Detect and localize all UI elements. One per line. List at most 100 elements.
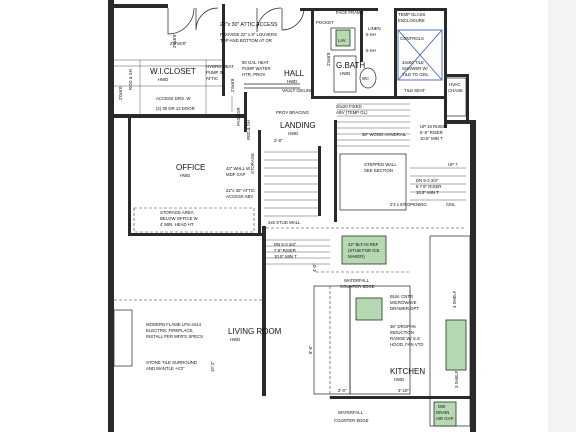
stairs-right [410, 167, 466, 201]
note-up-7: UP 7 [448, 162, 458, 167]
note-range-4: HOOD, FAN VTD [390, 342, 423, 347]
note-closet-door: 2'8"x6'8" [170, 41, 187, 46]
room-office-floor: HWD [180, 173, 190, 178]
note-fireplace-1: MODERN FLAME LPS-4414 [146, 322, 202, 327]
note-dim-2x68: 2'6x6'8 [230, 78, 235, 92]
annotations: 22"x 30" ATTIC ACCESS PROVIDE 22" x 8" L… [118, 10, 463, 423]
note-attic-access: 22"x 30" ATTIC ACCESS [220, 22, 278, 28]
note-waterfall-b2: COUNTER EDGE [334, 418, 369, 423]
note-ceil: CEIL [446, 202, 456, 207]
note-bi-ref-1: 42" BLT-IN REF [348, 242, 379, 247]
note-bi-ref-3: MAKER) [348, 254, 365, 259]
note-stone-2: AND MANTLE +4'2" [146, 366, 185, 371]
note-microwave-2: MICROWAVE [390, 300, 417, 305]
range-fixture [445, 319, 467, 371]
stairs-mid [264, 151, 318, 217]
page-edge [548, 0, 576, 432]
note-shower-1: 34x60 TILE [402, 60, 424, 65]
note-access-doors: ACCESS DRS. W [156, 96, 191, 101]
note-up-16: UP 16 RISER [420, 124, 446, 129]
note-attic-access-2: 22"x 30" ATTIC [226, 188, 255, 193]
microwave-fixture [355, 297, 383, 321]
note-pass-door: PASS DR [236, 107, 241, 126]
note-water-heater-2: PUMP WATER [242, 66, 271, 71]
stairs-upper [337, 103, 410, 147]
room-wi-closet-floor: HWD [158, 77, 168, 82]
room-kitchen: KITCHEN [390, 367, 425, 376]
note-range-3: RANGE W/ S.S [390, 336, 420, 341]
note-chase: CHASE [448, 88, 463, 93]
note-wc: WC [362, 76, 369, 81]
note-storage-2: BELOW OFFICE W [160, 216, 199, 221]
room-kitchen-floor: HWD [394, 377, 404, 382]
note-louvers-1: PROVIDE 22" x 8" LOUVERS [220, 32, 277, 37]
room-landing-floor: HWD [288, 131, 298, 136]
note-5sh-2: 5-SH [366, 48, 376, 53]
note-shelf-2: 3 SHELF [454, 370, 459, 388]
note-attic-access-3: ACCESS ABV [226, 194, 253, 199]
note-stud-wall: 2x6 STUD WALL [268, 220, 301, 225]
note-waterfall-1: WATERFALL [344, 278, 370, 283]
note-dw-1: DW [438, 404, 446, 409]
note-water-heater-1: 80 GAL HEAT [242, 60, 269, 65]
note-dim-8-6: 8'-6" [308, 345, 313, 354]
note-landing-dims-2: ABV (TEMP GL) [336, 110, 368, 115]
note-dn-5: DN 5-3 3/4" [416, 178, 439, 183]
note-louvers-2: TOP AND BOTTOM AT OR [220, 38, 272, 43]
note-shelf-1: 3 SHELF [452, 290, 457, 308]
note-opening: 2'4 x 6'8 OPENING [390, 202, 427, 207]
note-dim-2x68b: 2'6x6'8 [172, 34, 177, 48]
room-living: LIVING ROOM [228, 327, 282, 336]
note-stone-1: STONE TILE SURROUND [146, 360, 197, 365]
note-heat-pump-1: HYDRO HEAT [206, 64, 234, 69]
dishwasher-fixture [433, 401, 457, 427]
note-riser-dims: 6'-8" RISER [420, 130, 443, 135]
note-storage-3: 4' MIN. HEAD HT [160, 222, 194, 227]
note-bracing: PROV BRACING [276, 110, 310, 115]
note-dim-4-0: 4'-0" [312, 263, 317, 272]
note-storage-label: STORAGE [250, 153, 255, 174]
note-range-2: INDUCTION [390, 330, 414, 335]
note-dim-2x68c: 2'8x6'8 [326, 52, 331, 66]
room-hall: HALL [284, 69, 305, 78]
note-tile-seat: TILE SEAT [404, 88, 426, 93]
note-half-wall-1: 42" WALL W [226, 166, 251, 171]
room-labels: W.I.CLOSET HWD HALL HWD G.BATH HWD LANDI… [150, 61, 425, 382]
note-pocket: POCKET [316, 20, 334, 25]
note-waterfall-b1: WATERFALL [338, 410, 364, 415]
note-bi-ref-2: (STUB FOR ICE [348, 248, 380, 253]
note-dim-2x68d: 2'0x6'0 [118, 86, 123, 100]
note-rod-shelf-1: ROD & SH [128, 69, 133, 90]
note-riser-b: 7 8" RISER [274, 248, 296, 253]
note-riser-min: 10.5" MIN T [416, 190, 439, 195]
note-half-wall-2: MDF CAP [226, 172, 245, 177]
room-hall-floor: HWD [287, 79, 297, 84]
note-waterfall-2: COUNTER EDGE [340, 284, 375, 289]
lav-fixture [335, 29, 351, 47]
note-range-1: 36" DROP-IN [390, 324, 416, 329]
note-dw-3: AIR GAP [436, 416, 454, 421]
note-controls: CONTROLS [400, 36, 424, 41]
note-microwave-1: BLW. CNTR [390, 294, 413, 299]
note-riser-7-8: 8 7 8" RISER [416, 184, 441, 189]
note-two-doors: (2) 00 DR 12 DOOR [156, 106, 195, 111]
note-hvac: HVAC [449, 82, 461, 87]
note-stepped-wall: STEPPED WALL [364, 162, 397, 167]
note-heat-pump-2: PUMP IN [206, 70, 224, 75]
note-handrail: 36" WOOD HANDRAIL [362, 132, 407, 137]
room-gbath: G.BATH [336, 61, 365, 70]
note-dw-2: DRAIN [436, 410, 449, 415]
note-dim-2-0: 2'-0" [338, 388, 347, 393]
note-rod-shelf-2: R0D & SH [246, 120, 251, 140]
note-enclosure: ENCLOSURE [398, 18, 425, 23]
note-dim-19-2: 19'-2" [210, 361, 215, 372]
note-riser-b2: 10.5" MIN T [274, 254, 297, 259]
note-5sh: 5-SH [366, 32, 376, 37]
note-water-heater-3: HTR, PROV [242, 72, 266, 77]
note-vault-ceiling: VAULT CEILING [282, 88, 314, 93]
note-dn-5b: DN 5-3 3/4" [274, 242, 297, 247]
note-fireplace-2: ELECTRIC FIREPLACE, [146, 328, 194, 333]
note-shower-2: SHOWER W/ [402, 66, 429, 71]
linework [113, 7, 471, 427]
